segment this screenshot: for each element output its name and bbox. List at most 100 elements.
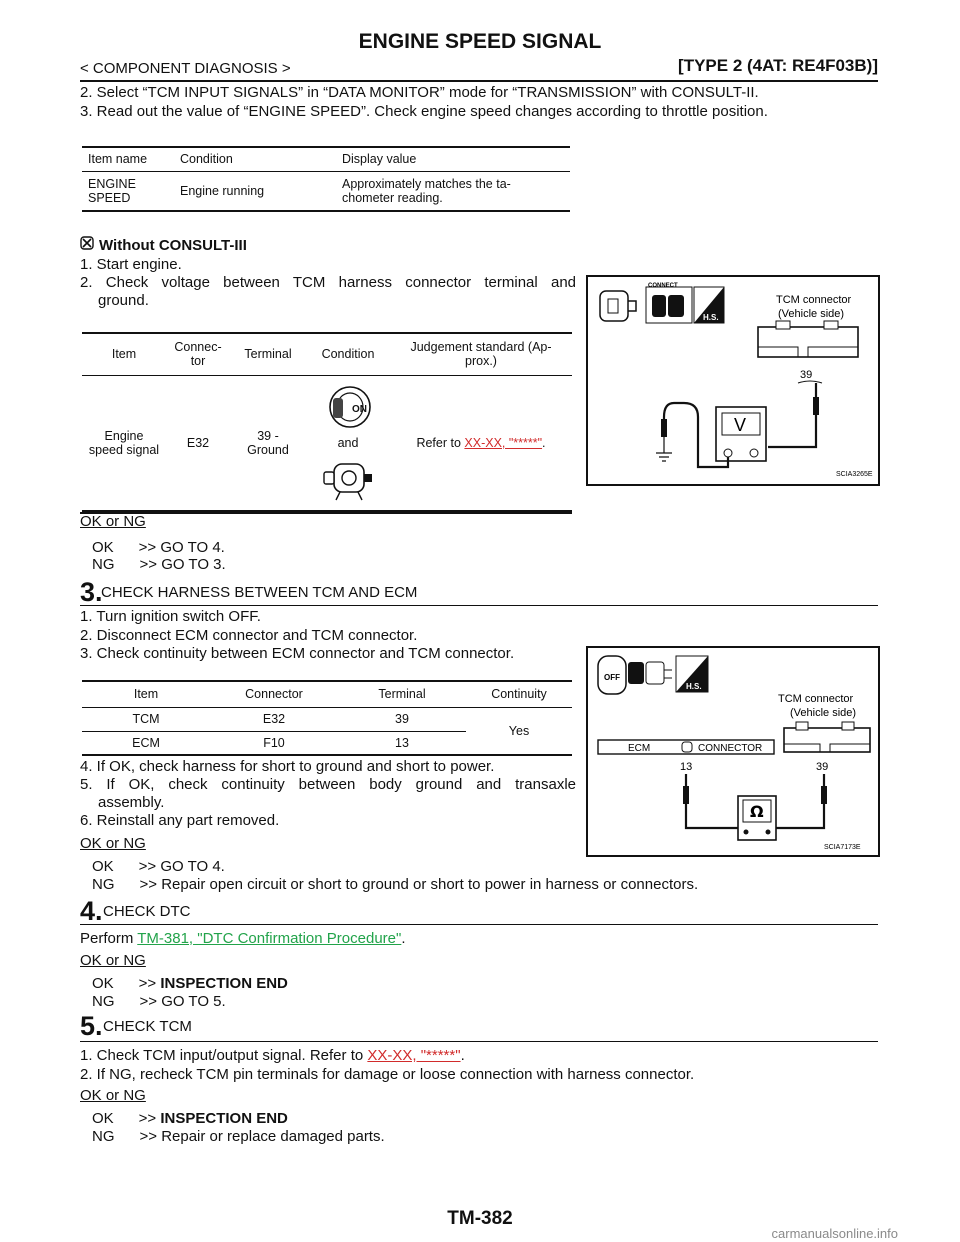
ignition-on-icon: ON — [329, 385, 371, 428]
col-condition: Condition — [174, 146, 336, 172]
item-line: ENGINE — [88, 176, 136, 191]
value-cell: Approximately matches the ta-chometer re… — [336, 171, 570, 212]
disconnect-icon — [628, 661, 672, 685]
pin-39-label: 39 — [800, 369, 812, 381]
ok-ng-label: OK or NG — [80, 952, 146, 969]
ok-ng-label: OK or NG — [80, 513, 146, 530]
meter-symbol: V — [734, 415, 746, 435]
connector-header-line: tor — [190, 354, 206, 369]
monitor-table: Item name Condition Display value ENGINE… — [82, 146, 570, 212]
figure-continuity-check: OFF H.S. TCM connector (Vehicle side) EC… — [586, 646, 880, 857]
tcm-connector — [757, 320, 859, 358]
refer-link[interactable]: XX-XX, "*****" — [464, 435, 543, 450]
perform-suffix: . — [401, 930, 406, 947]
hs-icon: H.S. — [675, 655, 709, 693]
dtc-procedure-link[interactable]: TM-381, "DTC Confirmation Procedure" — [137, 930, 402, 947]
ecm-connector: ECM CONNECTOR — [597, 739, 775, 755]
ok-ng-label: OK or NG — [80, 835, 146, 852]
item-line: speed signal — [88, 442, 160, 457]
step-number: 4. — [80, 896, 103, 926]
voltage-check-diagram: CONNECT H.S. TCM connector (Vehicle side… — [599, 283, 873, 478]
tcm-connector-label: TCM connector — [778, 693, 854, 705]
item-line: SPEED — [88, 190, 131, 205]
engine-running-icon — [323, 462, 372, 501]
col-item: Item — [82, 680, 210, 708]
step4-perform: Perform TM-381, "DTC Confirmation Proced… — [80, 930, 406, 948]
ignition-off-icon: OFF — [597, 655, 627, 695]
continuity-cell: Yes — [466, 707, 572, 756]
judgement-cell: Refer to XX-XX, "*****". — [390, 375, 572, 512]
no-tool-step2: 2. Check voltage between TCM harness con… — [80, 274, 576, 291]
terminal-cell: 39 — [338, 707, 466, 732]
without-consult-heading: Without CONSULT-III — [99, 237, 247, 254]
result-ok-prefix: OK >> — [92, 975, 161, 992]
step5-line2: 2. If NG, recheck TCM pin terminals for … — [80, 1066, 695, 1083]
terminal-cell: 39 -Ground — [230, 375, 306, 512]
figure-code: SCIA3265E — [836, 471, 873, 478]
off-label: OFF — [604, 673, 620, 682]
tcm-connector-label: TCM connector — [776, 294, 852, 306]
result-ok: OK >> GO TO 4. — [92, 539, 225, 556]
header-rule — [80, 80, 878, 82]
no-tool-step1: 1. Start engine. — [80, 256, 182, 273]
terminal-cell: 13 — [338, 731, 466, 756]
step3-line6: 6. Reinstall any part removed. — [80, 812, 280, 829]
and-label: and — [337, 435, 359, 450]
step3-line1: 1. Turn ignition switch OFF. — [80, 608, 261, 625]
step-title: CHECK TCM — [103, 1018, 192, 1035]
step-title: CHECK DTC — [103, 903, 191, 920]
figure-voltage-check: CONNECT H.S. TCM connector (Vehicle side… — [586, 275, 880, 486]
col-terminal: Terminal — [230, 332, 306, 376]
step3-line5-cont: assembly. — [98, 794, 165, 811]
col-continuity: Continuity — [466, 680, 572, 708]
step3-line4: 4. If OK, check harness for short to gro… — [80, 758, 495, 775]
step-title: CHECK HARNESS BETWEEN TCM AND ECM — [101, 584, 418, 601]
model-label: [TYPE 2 (4AT: RE4F03B)] — [678, 56, 878, 75]
tcm-connector — [783, 721, 871, 753]
voltage-table: Item Connec-tor Terminal Condition Judge… — [82, 332, 572, 512]
ohmmeter-icon: Ω — [737, 795, 777, 841]
step-number: 3. — [80, 577, 103, 607]
continuity-table: Item Connector Terminal Continuity TCM E… — [82, 680, 572, 756]
page-title: ENGINE SPEED SIGNAL — [358, 30, 602, 53]
vehicle-side-label: (Vehicle side) — [790, 707, 856, 719]
connector-label: CONNECTOR — [698, 743, 762, 754]
section-rule — [80, 1041, 878, 1042]
ok-ng-label: OK or NG — [80, 1087, 146, 1104]
table-row: TCM E32 39 Yes — [82, 707, 572, 756]
result-ok-prefix: OK >> — [92, 1110, 161, 1127]
step2-line3: 3. Read out the value of “ENGINE SPEED”.… — [80, 103, 768, 120]
result-ng: NG >> GO TO 5. — [92, 993, 226, 1010]
col-item-name: Item name — [82, 146, 174, 172]
value-line: chometer reading. — [342, 190, 443, 205]
connector-header-line: Connec- — [174, 340, 222, 355]
judgement-header-line: Judgement standard (Ap- — [410, 340, 552, 355]
value-line: Approximately matches the ta- — [342, 176, 511, 191]
result-ok: OK >> INSPECTION END — [92, 975, 288, 993]
connector-icon — [599, 290, 637, 322]
result-ok: OK >> GO TO 4. — [92, 858, 225, 875]
col-connector: Connector — [210, 680, 338, 708]
step3-line2: 2. Disconnect ECM connector and TCM conn… — [80, 627, 418, 644]
pin-39-label: 39 — [816, 761, 828, 773]
ecm-label: ECM — [628, 743, 650, 754]
result-ok: OK >> INSPECTION END — [92, 1110, 288, 1128]
tcm-signal-link[interactable]: XX-XX, "*****" — [367, 1047, 461, 1064]
result-ng: NG >> Repair open circuit or short to gr… — [92, 876, 699, 893]
step5-line1-prefix: 1. Check TCM input/output signal. Refer … — [80, 1047, 368, 1064]
step3-line5: 5. If OK, check continuity between body … — [80, 776, 576, 793]
ok-ng-rule — [80, 512, 572, 514]
section-label: < COMPONENT DIAGNOSIS > — [80, 60, 291, 77]
perform-prefix: Perform — [80, 930, 138, 947]
page-number: TM-382 — [447, 1208, 513, 1229]
step5-line1: 1. Check TCM input/output signal. Refer … — [80, 1047, 465, 1065]
svg-text:ON: ON — [352, 404, 367, 415]
condition-cell: Engine running — [174, 171, 336, 212]
hs-icon: H.S. — [693, 286, 725, 324]
connector-cell: E32 — [210, 707, 338, 732]
no-tool-step2-cont: ground. — [98, 292, 149, 309]
